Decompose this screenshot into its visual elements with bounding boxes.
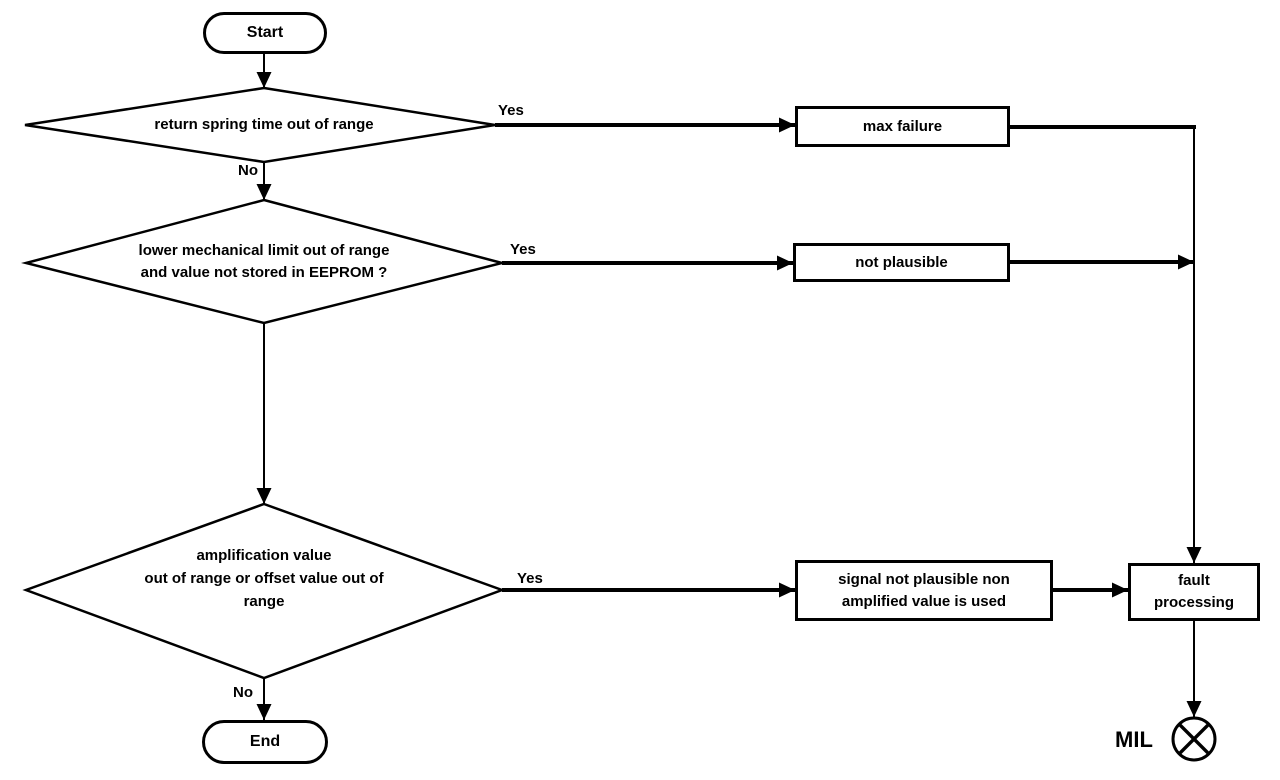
decision1-shape [24, 86, 496, 164]
node-signal-not-plausible: signal not plausible non amplified value… [795, 560, 1053, 621]
mil-lamp-cross-2 [1177, 722, 1211, 756]
decision3-label: amplification value out of range or offs… [144, 547, 384, 610]
label-decision1-no: No [238, 162, 258, 179]
node-start: Start [203, 12, 327, 54]
node-max-failure: max failure [795, 106, 1010, 147]
label-decision3-no: No [233, 684, 253, 701]
node-not-plausible: not plausible [793, 243, 1010, 282]
label-decision2-yes: Yes [510, 241, 536, 258]
label-decision3-yes: Yes [517, 570, 543, 587]
node-fault-processing: fault processing [1128, 563, 1260, 621]
decision2-shape [21, 198, 507, 325]
label-decision1-yes: Yes [498, 102, 524, 119]
node-end: End [202, 720, 328, 764]
decision2-label: lower mechanical limit out of range and … [138, 242, 390, 281]
decision1-label: return spring time out of range [154, 116, 374, 133]
decision3-shape [22, 502, 506, 680]
mil-label: MIL [1115, 727, 1153, 752]
